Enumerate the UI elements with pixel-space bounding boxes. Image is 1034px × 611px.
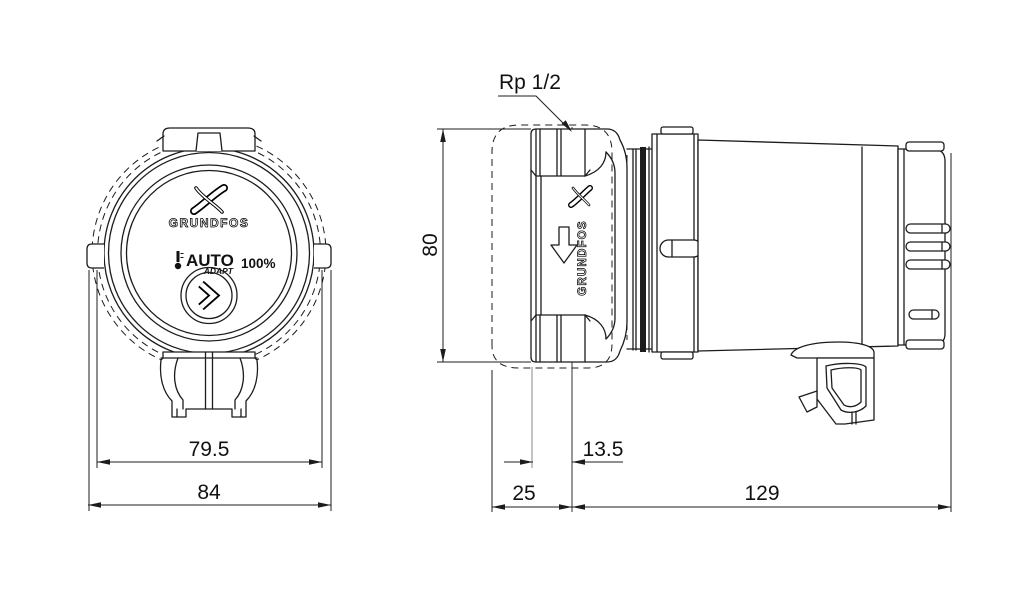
clamp-band — [626, 146, 653, 353]
dim-front-to-axis: 25 — [491, 370, 572, 512]
dim-flange-to-axis: 13.5 — [504, 367, 623, 468]
front-brand-text: GRUNDFOS — [169, 216, 250, 230]
chevron-right-icon — [198, 280, 221, 311]
side-brand-text: GRUNDFOS — [577, 220, 589, 295]
svg-text:84: 84 — [197, 481, 221, 504]
dim-axis-to-motor-end: 129 — [572, 153, 952, 512]
mounting-bracket — [790, 341, 875, 425]
vent-slots — [905, 223, 951, 320]
top-cap — [156, 127, 262, 152]
svg-text:129: 129 — [744, 482, 779, 505]
dim-housing-width: 79.5 — [97, 438, 322, 465]
svg-text:80: 80 — [419, 233, 442, 256]
top-union-nut — [530, 128, 591, 177]
motor-end-cap — [897, 141, 951, 350]
svg-text:79.5: 79.5 — [189, 438, 230, 461]
thermometer-icon — [174, 251, 184, 270]
volute-casting — [584, 151, 616, 340]
svg-text:Rp 1/2: Rp 1/2 — [499, 71, 561, 94]
flow-direction-arrow-icon — [550, 226, 578, 264]
mode-sub-label: ADAPT — [203, 266, 234, 276]
hidden-housing-outline — [491, 124, 613, 369]
dim-overall-width: 84 — [88, 481, 331, 508]
mode-label: AUTO — [186, 251, 234, 270]
front-view: GRUNDFOS AUTO ADAPT 100% — [86, 127, 332, 418]
left-clamp-tab — [86, 243, 104, 269]
bottom-volute — [159, 351, 259, 418]
side-grundfos-logo-icon — [568, 185, 593, 208]
control-button — [180, 266, 238, 325]
stator-ring — [651, 126, 703, 360]
side-view: GRUNDFOS — [491, 124, 951, 512]
bottom-union-nut — [530, 314, 591, 363]
dimensions: 79.5 84 80 Rp 1/2 — [88, 71, 952, 512]
capacity-label: 100% — [241, 256, 276, 271]
svg-text:13.5: 13.5 — [583, 438, 624, 461]
right-clamp-tab — [314, 243, 332, 269]
port-thread-callout: Rp 1/2 — [498, 71, 572, 132]
grundfos-logo-icon — [190, 184, 228, 215]
svg-text:25: 25 — [512, 482, 535, 505]
dim-port-height: 80 — [419, 128, 531, 363]
motor-body — [697, 139, 899, 352]
